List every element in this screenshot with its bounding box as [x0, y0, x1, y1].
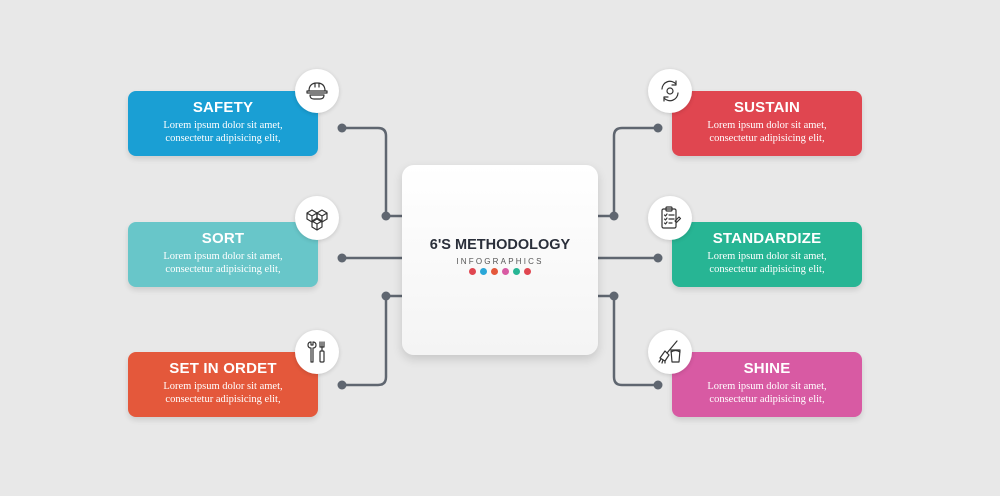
card-title: SET IN ORDET — [169, 360, 277, 377]
card-body-line: consectetur adipisicing elit, — [709, 394, 825, 405]
card-sustain: SUSTAIN Lorem ipsum dolor sit amet, cons… — [672, 91, 862, 156]
card-body: Lorem ipsum dolor sit amet, consectetur … — [672, 380, 862, 406]
center-dot — [513, 268, 520, 275]
clipboard-checklist-icon — [661, 206, 682, 229]
card-body-line: Lorem ipsum dolor sit amet, — [707, 251, 827, 262]
connector-safety — [342, 126, 402, 218]
card-title: SAFETY — [192, 99, 254, 116]
card-body-line: consectetur adipisicing elit, — [709, 133, 825, 144]
connector-set-in-order — [342, 294, 402, 387]
connector-shine — [598, 294, 658, 387]
center-title: 6'S METHODOLOGY — [429, 237, 571, 253]
hard-hat-icon — [306, 82, 328, 100]
safety-icon-circle — [295, 69, 339, 113]
shine-icon-circle — [648, 330, 692, 374]
card-body: Lorem ipsum dolor sit amet, consectetur … — [672, 119, 862, 145]
card-title: SORT — [201, 230, 245, 247]
card-title: STANDARDIZE — [712, 230, 822, 247]
card-body-line: consectetur adipisicing elit, — [165, 394, 281, 405]
connector-dot-sustain-inner — [609, 211, 619, 221]
center-dots — [402, 268, 598, 275]
card-body-line: consectetur adipisicing elit, — [165, 264, 281, 275]
boxes-icon — [306, 209, 328, 231]
center-dot — [480, 268, 487, 275]
set-in-order-icon-circle — [295, 330, 339, 374]
center-dot — [524, 268, 531, 275]
center-box: 6'S METHODOLOGY INFOGRAPHICS — [402, 165, 598, 355]
connector-dot-sustain-outer — [653, 123, 663, 133]
connector-dot-safety-outer — [337, 123, 347, 133]
card-safety: SAFETY Lorem ipsum dolor sit amet, conse… — [128, 91, 318, 156]
center-dot — [502, 268, 509, 275]
card-sort: SORT Lorem ipsum dolor sit amet, consect… — [128, 222, 318, 287]
connector-dot-shine-inner — [609, 291, 619, 301]
broom-bucket-icon — [658, 340, 681, 364]
tools-icon — [307, 341, 325, 363]
card-shine: SHINE Lorem ipsum dolor sit amet, consec… — [672, 352, 862, 417]
connector-dot-safety-inner — [381, 211, 391, 221]
center-subtitle: INFOGRAPHICS — [456, 257, 544, 266]
connector-dot-set-in-order-outer — [337, 380, 347, 390]
card-body: Lorem ipsum dolor sit amet, consectetur … — [128, 119, 318, 145]
standardize-icon-circle — [648, 196, 692, 240]
connector-dot-shine-outer — [653, 380, 663, 390]
card-set-in-order: SET IN ORDET Lorem ipsum dolor sit amet,… — [128, 352, 318, 417]
card-body-line: Lorem ipsum dolor sit amet, — [707, 381, 827, 392]
connector-dot-standardize — [653, 253, 663, 263]
sustain-icon-circle — [648, 69, 692, 113]
card-body: Lorem ipsum dolor sit amet, consectetur … — [128, 250, 318, 276]
center-dot — [469, 268, 476, 275]
connector-dot-sort — [337, 253, 347, 263]
connector-sustain — [598, 126, 658, 218]
card-body-line: Lorem ipsum dolor sit amet, — [163, 251, 283, 262]
card-body-line: Lorem ipsum dolor sit amet, — [163, 120, 283, 131]
sort-icon-circle — [295, 196, 339, 240]
card-title: SHINE — [743, 360, 791, 377]
card-standardize: STANDARDIZE Lorem ipsum dolor sit amet, … — [672, 222, 862, 287]
card-body: Lorem ipsum dolor sit amet, consectetur … — [128, 380, 318, 406]
card-body-line: consectetur adipisicing elit, — [709, 264, 825, 275]
connector-dot-set-in-order-inner — [381, 291, 391, 301]
cycle-icon — [661, 80, 679, 102]
card-title: SUSTAIN — [733, 99, 801, 116]
center-dot — [491, 268, 498, 275]
card-body-line: consectetur adipisicing elit, — [165, 133, 281, 144]
card-body-line: Lorem ipsum dolor sit amet, — [707, 120, 827, 131]
card-body-line: Lorem ipsum dolor sit amet, — [163, 381, 283, 392]
card-body: Lorem ipsum dolor sit amet, consectetur … — [672, 250, 862, 276]
